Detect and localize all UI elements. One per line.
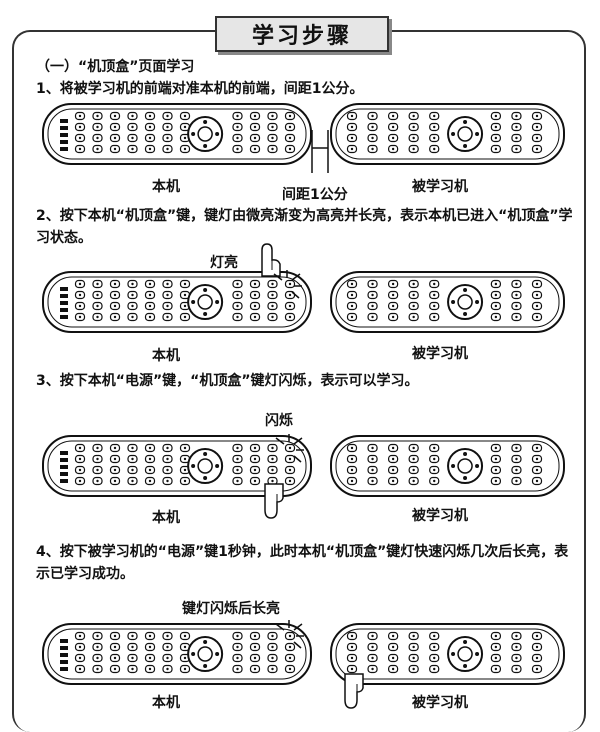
target-remote-label-3: 被学习机: [412, 508, 468, 524]
step-2-annotation: 灯亮: [210, 255, 238, 271]
local-remote-4: [42, 623, 312, 685]
light-burst-icon: [275, 434, 304, 463]
distance-label: 间距1公分: [282, 187, 348, 203]
target-remote-3: [330, 435, 565, 497]
step-3-annotation: 闪烁: [265, 413, 293, 429]
local-remote-label-1: 本机: [152, 179, 180, 195]
local-remote-1: [42, 103, 312, 165]
target-remote-4: [330, 623, 565, 685]
pointing-hand-icon: [261, 243, 281, 277]
step-3-text: 3、按下本机“电源”键，“机顶盒”键灯闪烁，表示可以学习。: [36, 373, 419, 389]
local-remote-3: [42, 435, 312, 497]
target-remote-label-4: 被学习机: [412, 695, 468, 711]
distance-marker: [311, 130, 329, 173]
target-remote-label-2: 被学习机: [412, 346, 468, 362]
section-heading: （一）“机顶盒”页面学习: [36, 59, 195, 75]
step-1-text: 1、将被学习机的前端对准本机的前端，间距1公分。: [36, 81, 364, 97]
local-remote-label-4: 本机: [152, 695, 180, 711]
page-title: 学习步骤: [215, 16, 389, 52]
local-remote-2: [42, 271, 312, 333]
pointing-hand-icon: [264, 483, 284, 519]
target-remote-1: [330, 103, 565, 165]
light-burst-icon: [275, 620, 304, 649]
local-remote-label-3: 本机: [152, 510, 180, 526]
light-burst-icon: [273, 270, 302, 299]
target-remote-label-1: 被学习机: [412, 179, 468, 195]
pointing-hand-icon: [344, 673, 364, 709]
step-4-annotation: 键灯闪烁后长亮: [182, 601, 280, 617]
local-remote-label-2: 本机: [152, 348, 180, 364]
target-remote-2: [330, 271, 565, 333]
step-2-text: 2、按下本机“机顶盒”键，键灯由微亮渐变为高亮并长亮，表示本机已进入“机顶盒”学…: [36, 208, 573, 246]
step-4-text: 4、按下被学习机的“电源”键1秒钟，此时本机“机顶盒”键灯快速闪烁几次后长亮，表…: [36, 544, 569, 582]
